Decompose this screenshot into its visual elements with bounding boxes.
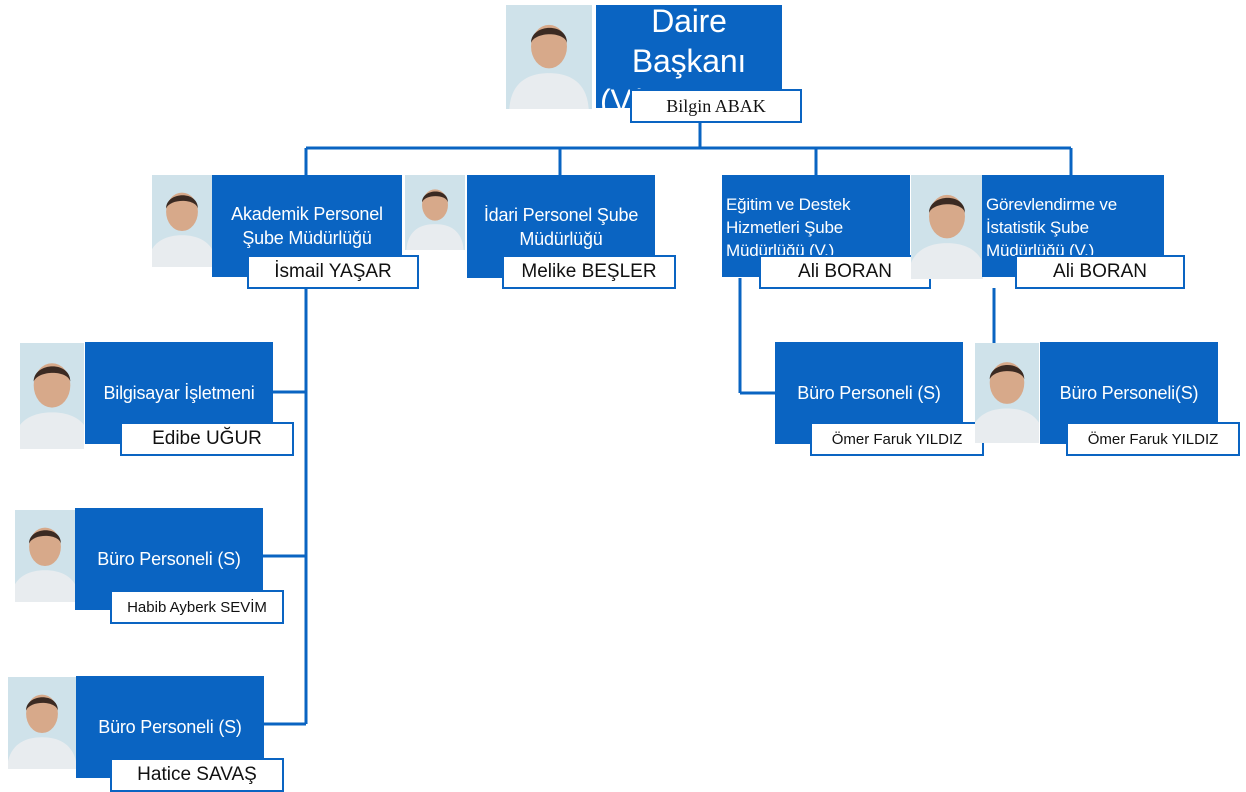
title-line: Bilgisayar İşletmeni — [103, 383, 255, 403]
person-name: Hatice SAVAŞ — [110, 758, 284, 792]
title-line: Görevlendirme ve — [986, 194, 1117, 214]
person-name: Ali BORAN — [1015, 255, 1185, 289]
title-line: İdari Personel Şube — [483, 204, 639, 225]
person-name: Habib Ayberk SEVİM — [110, 590, 284, 624]
title-line: Büro Personeli(S) — [1059, 383, 1199, 403]
title-line: Müdürlüğü — [519, 228, 603, 249]
title-line: Hizmetleri Şube — [726, 217, 843, 237]
person-photo-icon — [405, 175, 465, 250]
person-photo-icon — [152, 175, 212, 267]
title-line: Müdürlüğü (V.) — [726, 240, 835, 260]
person-photo-icon — [20, 343, 84, 449]
person-name: Ömer Faruk YILDIZ — [810, 422, 984, 456]
title-line: Şube Müdürlüğü — [242, 228, 372, 248]
title-line: Büro Personeli (S) — [98, 717, 242, 737]
person-photo-icon — [15, 510, 75, 602]
title-line: Daire Başkanı — [631, 2, 747, 79]
person-name: Bilgin ABAK — [630, 89, 802, 123]
title-line: İstatistik Şube — [986, 217, 1089, 237]
person-name: Edibe UĞUR — [120, 422, 294, 456]
person-name: Ali BORAN — [759, 255, 931, 289]
title-line: Eğitim ve Destek — [726, 194, 851, 214]
person-photo-icon — [975, 343, 1039, 443]
person-name: Melike BEŞLER — [502, 255, 676, 289]
person-photo-icon — [8, 677, 76, 769]
title-line: Akademik Personel — [231, 204, 383, 224]
title-line: Büro Personeli (S) — [797, 383, 941, 403]
person-photo-icon — [911, 175, 983, 279]
person-name: Ömer Faruk YILDIZ — [1066, 422, 1240, 456]
person-photo-icon — [506, 5, 592, 109]
title-line: Büro Personeli (S) — [97, 549, 241, 569]
person-name: İsmail YAŞAR — [247, 255, 419, 289]
title-line: Müdürlüğü (V.) — [986, 240, 1095, 260]
